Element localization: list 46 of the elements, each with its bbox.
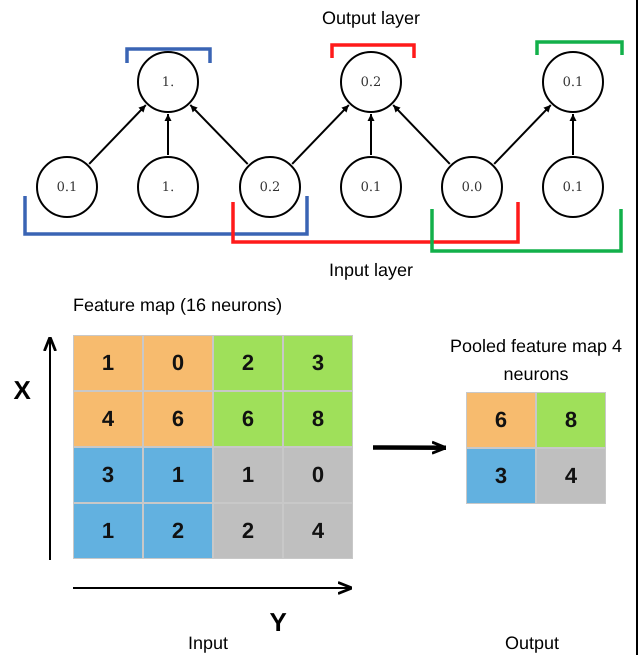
neuron-circle: 0.2 [340, 51, 402, 113]
arrow [570, 114, 576, 155]
value-cell: 6 [466, 392, 536, 448]
axis-label: Y [270, 606, 287, 638]
neuron-circle: 0.1 [340, 156, 402, 218]
value-cell: 3 [466, 448, 536, 504]
value-cell: 2 [213, 335, 283, 391]
value-cell: 1 [213, 447, 283, 503]
value-cell: 3 [283, 335, 353, 391]
value-cell: 0 [143, 335, 213, 391]
neuron-circle: 1. [137, 156, 199, 218]
value-cell: 6 [213, 391, 283, 447]
panel-caption: Input [188, 632, 228, 654]
arrow [493, 104, 552, 165]
arrow [291, 104, 350, 165]
arrow [190, 104, 248, 165]
neuron-circle: 0.1 [542, 156, 604, 218]
grid-heading: Pooled feature map 4 neurons [448, 335, 624, 386]
value-cell: 3 [73, 447, 143, 503]
arrow [373, 440, 448, 455]
neuron-circle: 0.0 [441, 156, 503, 218]
value-cell: 2 [213, 503, 283, 559]
arrow [164, 114, 172, 155]
neuron-circle: 0.1 [36, 156, 98, 218]
panel-caption: Output [505, 632, 560, 654]
value-cell: 1 [143, 447, 213, 503]
value-cell: 4 [283, 503, 353, 559]
arrow [88, 104, 147, 165]
arrow [368, 114, 374, 155]
neuron-circle: 1. [137, 51, 199, 113]
value-cell: 2 [143, 503, 213, 559]
value-cell: 4 [73, 391, 143, 447]
value-cell: 8 [536, 392, 606, 448]
value-cell: 0 [283, 447, 353, 503]
value-cell: 1 [73, 335, 143, 391]
axis-label: X [14, 374, 31, 406]
neuron-circle: 0.2 [239, 156, 301, 218]
layer-label: Output layer [322, 8, 420, 28]
neuron-circle: 0.1 [542, 51, 604, 113]
value-cell: 1 [73, 503, 143, 559]
value-cell: 8 [283, 391, 353, 447]
value-cell: 6 [143, 391, 213, 447]
value-cell: 4 [536, 448, 606, 504]
layer-label: Input layer [329, 260, 414, 280]
grid-heading: Feature map (16 neurons) [73, 294, 282, 317]
arrow [392, 104, 451, 165]
